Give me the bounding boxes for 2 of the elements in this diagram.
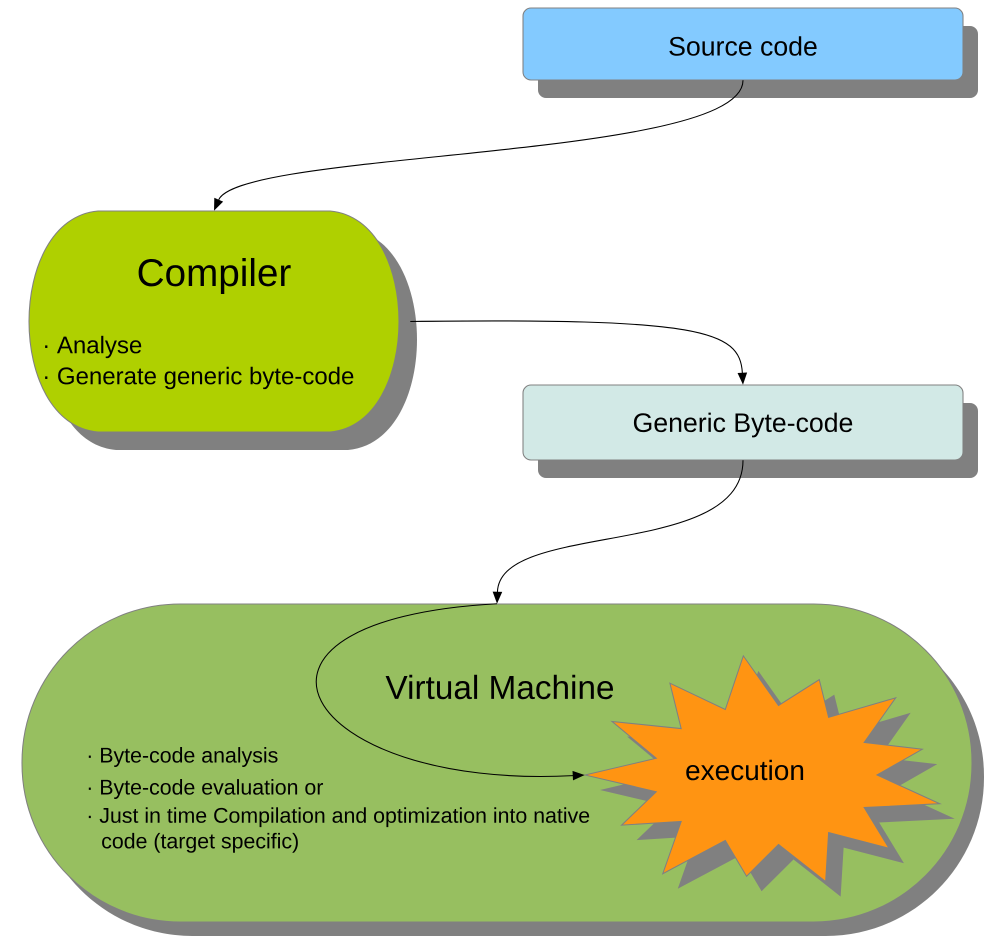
process-box: Generic Byte-code	[522, 384, 978, 478]
process-box: Source code	[522, 7, 978, 98]
